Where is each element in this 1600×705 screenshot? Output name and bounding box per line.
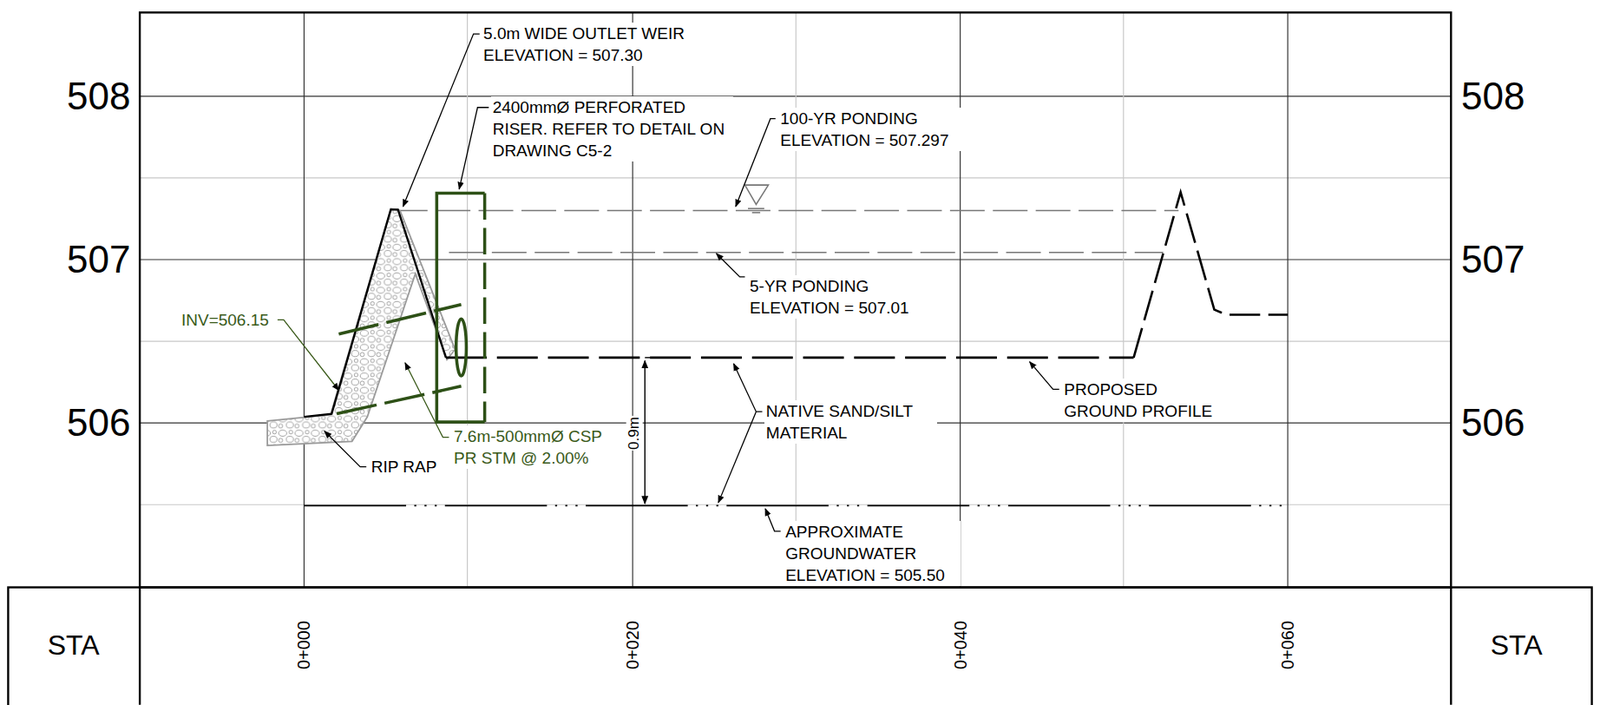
ground-profile-note: PROPOSED GROUND PROFILE	[1062, 378, 1224, 422]
station-label: 0+000	[294, 620, 314, 669]
invert-note: INV=506.15	[179, 308, 271, 331]
proposed-ground	[1134, 191, 1289, 358]
table-divider	[1449, 586, 1452, 704]
groundwater-note: APPROXIMATE GROUNDWATER ELEVATION = 505.…	[783, 520, 961, 586]
riser-note: 2400mmØ PERFORATED RISER. REFER TO DETAI…	[491, 96, 734, 162]
elevation-label: 506	[1461, 401, 1525, 444]
station-label: 0+060	[1278, 620, 1298, 669]
dimension-text: 0.9m	[626, 415, 643, 451]
leader-lines	[277, 33, 1060, 532]
weir-note: 5.0m WIDE OUTLET WEIR ELEVATION = 507.30	[481, 22, 715, 66]
rip-rap-note: RIP RAP	[369, 455, 440, 478]
station-label: 0+020	[622, 620, 643, 669]
water-symbol	[744, 184, 768, 213]
csp-pipe	[336, 304, 466, 414]
table-divider	[138, 586, 141, 704]
station-label: 0+040	[950, 620, 971, 669]
pipe-note: 7.6m-500mmØ CSP PR STM @ 2.00%	[452, 425, 619, 469]
dimension-line	[644, 357, 669, 504]
station-heading: STA	[47, 630, 100, 662]
elevation-label: 507	[1461, 238, 1525, 281]
elevation-label: 508	[66, 74, 131, 117]
material-note: NATIVE SAND/SILT MATERIAL	[764, 400, 938, 444]
station-table	[7, 586, 1592, 705]
ponding-100yr-line	[393, 209, 1180, 212]
ponding-100yr-note: 100-YR PONDING ELEVATION = 507.297	[778, 107, 966, 151]
groundwater-line	[303, 504, 1288, 507]
perforated-riser	[436, 193, 485, 422]
station-heading: STA	[1490, 630, 1543, 662]
ponding-5yr-line	[448, 251, 1163, 254]
elevation-label: 507	[66, 238, 131, 281]
frame	[139, 12, 1451, 587]
grid	[139, 12, 1451, 587]
ponding-5yr-note: 5-YR PONDING ELEVATION = 507.01	[747, 275, 921, 319]
elevation-label: 508	[1461, 74, 1525, 117]
elevation-label: 506	[66, 401, 131, 444]
proposed-ground	[445, 356, 1135, 360]
